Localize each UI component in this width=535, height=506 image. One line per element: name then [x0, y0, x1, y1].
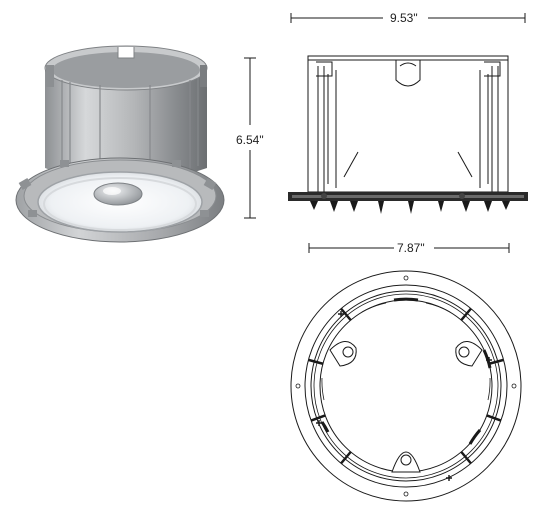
side-elevation — [288, 55, 528, 214]
cutout-dimension-line — [308, 243, 510, 253]
width-dimension-line — [290, 13, 526, 23]
width-label: 9.53" — [387, 11, 421, 25]
cutout-label: 7.87" — [394, 241, 428, 255]
height-dimension-line — [244, 57, 256, 219]
height-label: 6.54" — [233, 133, 267, 147]
bottom-plan — [290, 270, 522, 502]
product-render — [15, 45, 225, 243]
